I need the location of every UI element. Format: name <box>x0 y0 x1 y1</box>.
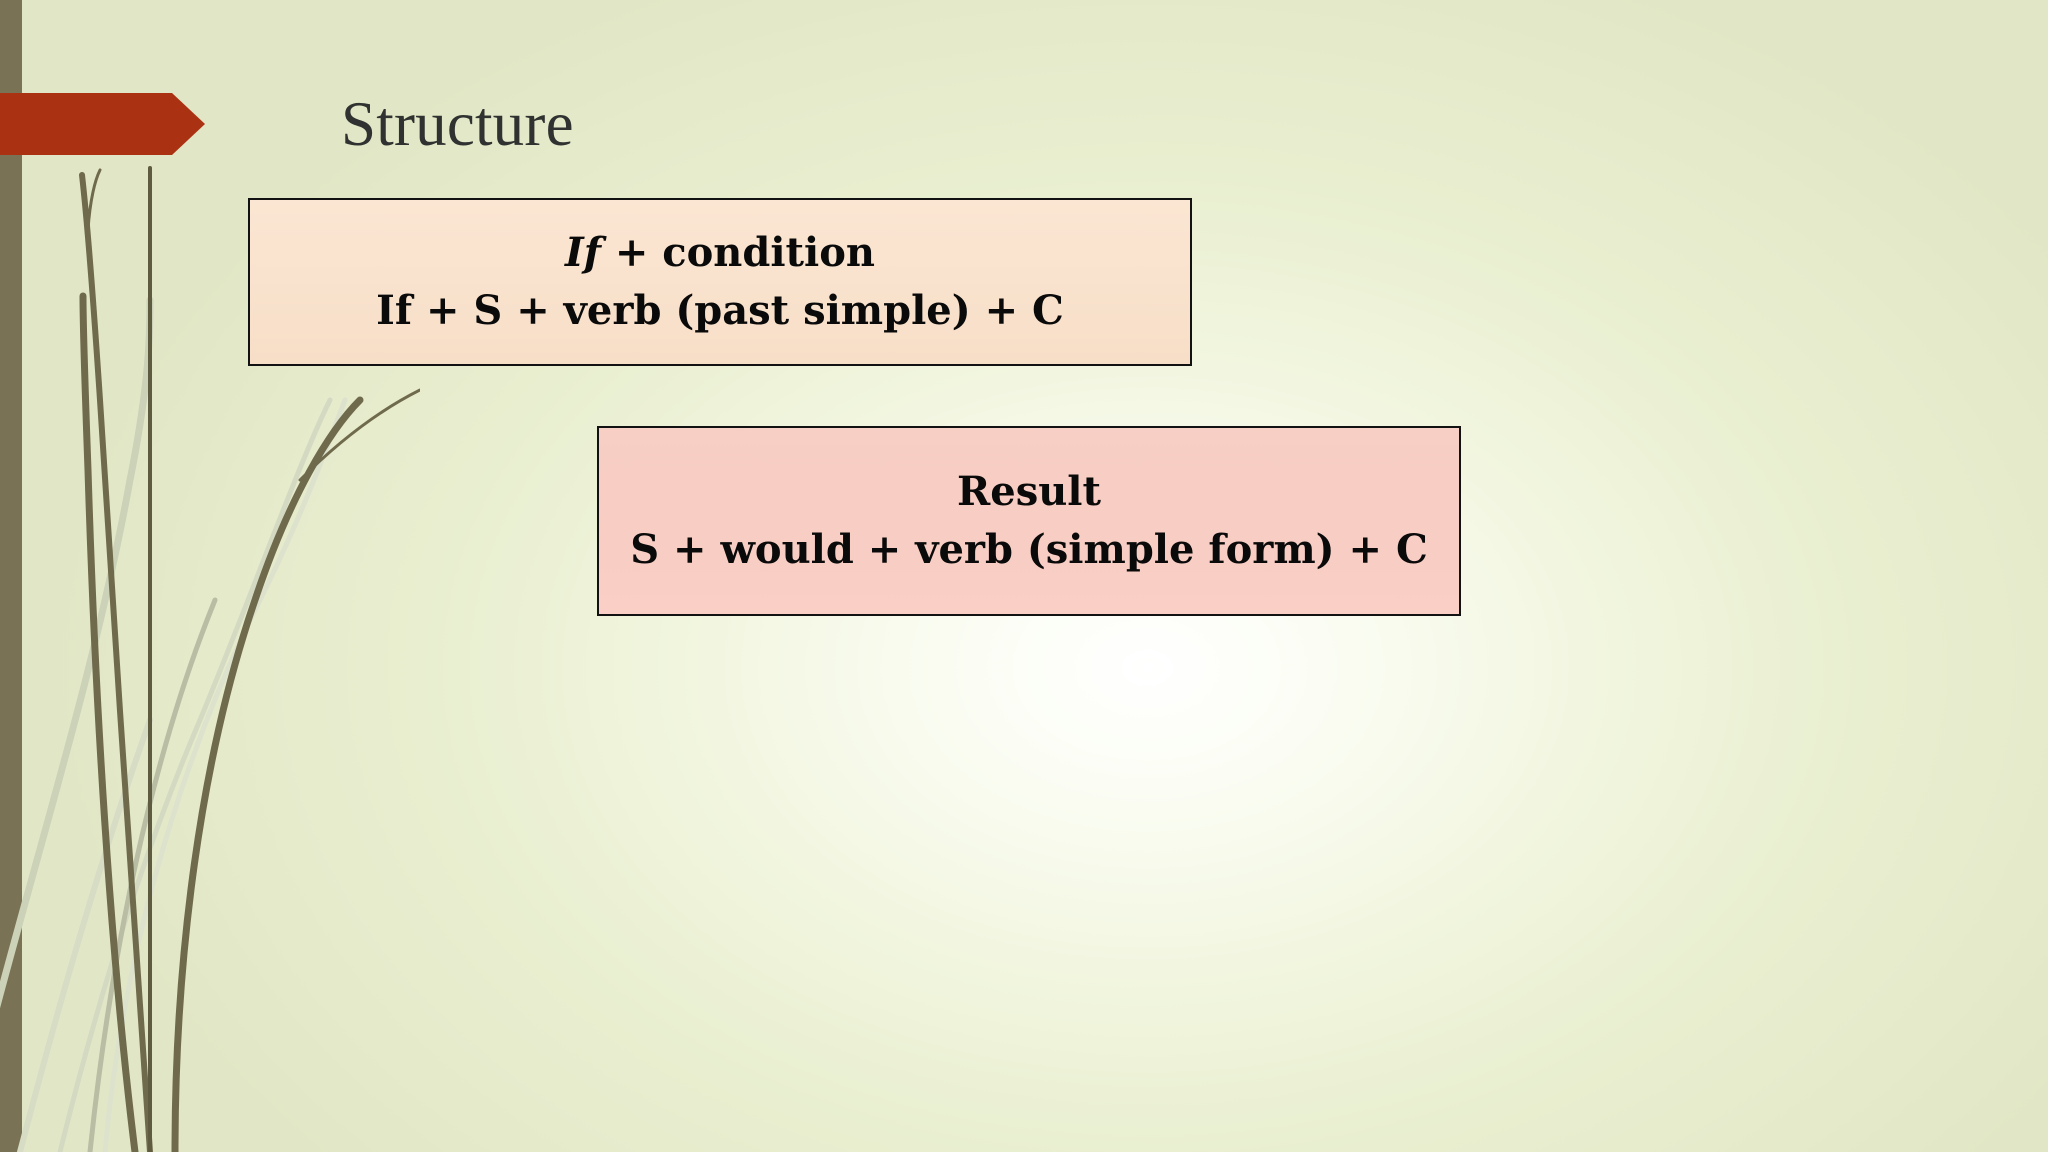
chevron-banner <box>0 93 205 155</box>
condition-box-line-1: If + condition <box>565 233 875 273</box>
result-box-line-2: S + would + verb (simple form) + C <box>630 526 1428 573</box>
grass-decoration <box>0 0 422 1152</box>
result-box: Result S + would + verb (simple form) + … <box>597 426 1461 616</box>
condition-box-line-1-rest: + condition <box>600 229 875 276</box>
page-title: Structure <box>341 89 574 159</box>
condition-box: If + condition If + S + verb (past simpl… <box>248 198 1192 366</box>
left-accent-bar <box>0 0 22 1152</box>
result-box-line-1: Result <box>957 468 1101 515</box>
condition-box-emphasis: If <box>564 229 601 276</box>
condition-box-line-2: If + S + verb (past simple) + C <box>376 287 1064 334</box>
